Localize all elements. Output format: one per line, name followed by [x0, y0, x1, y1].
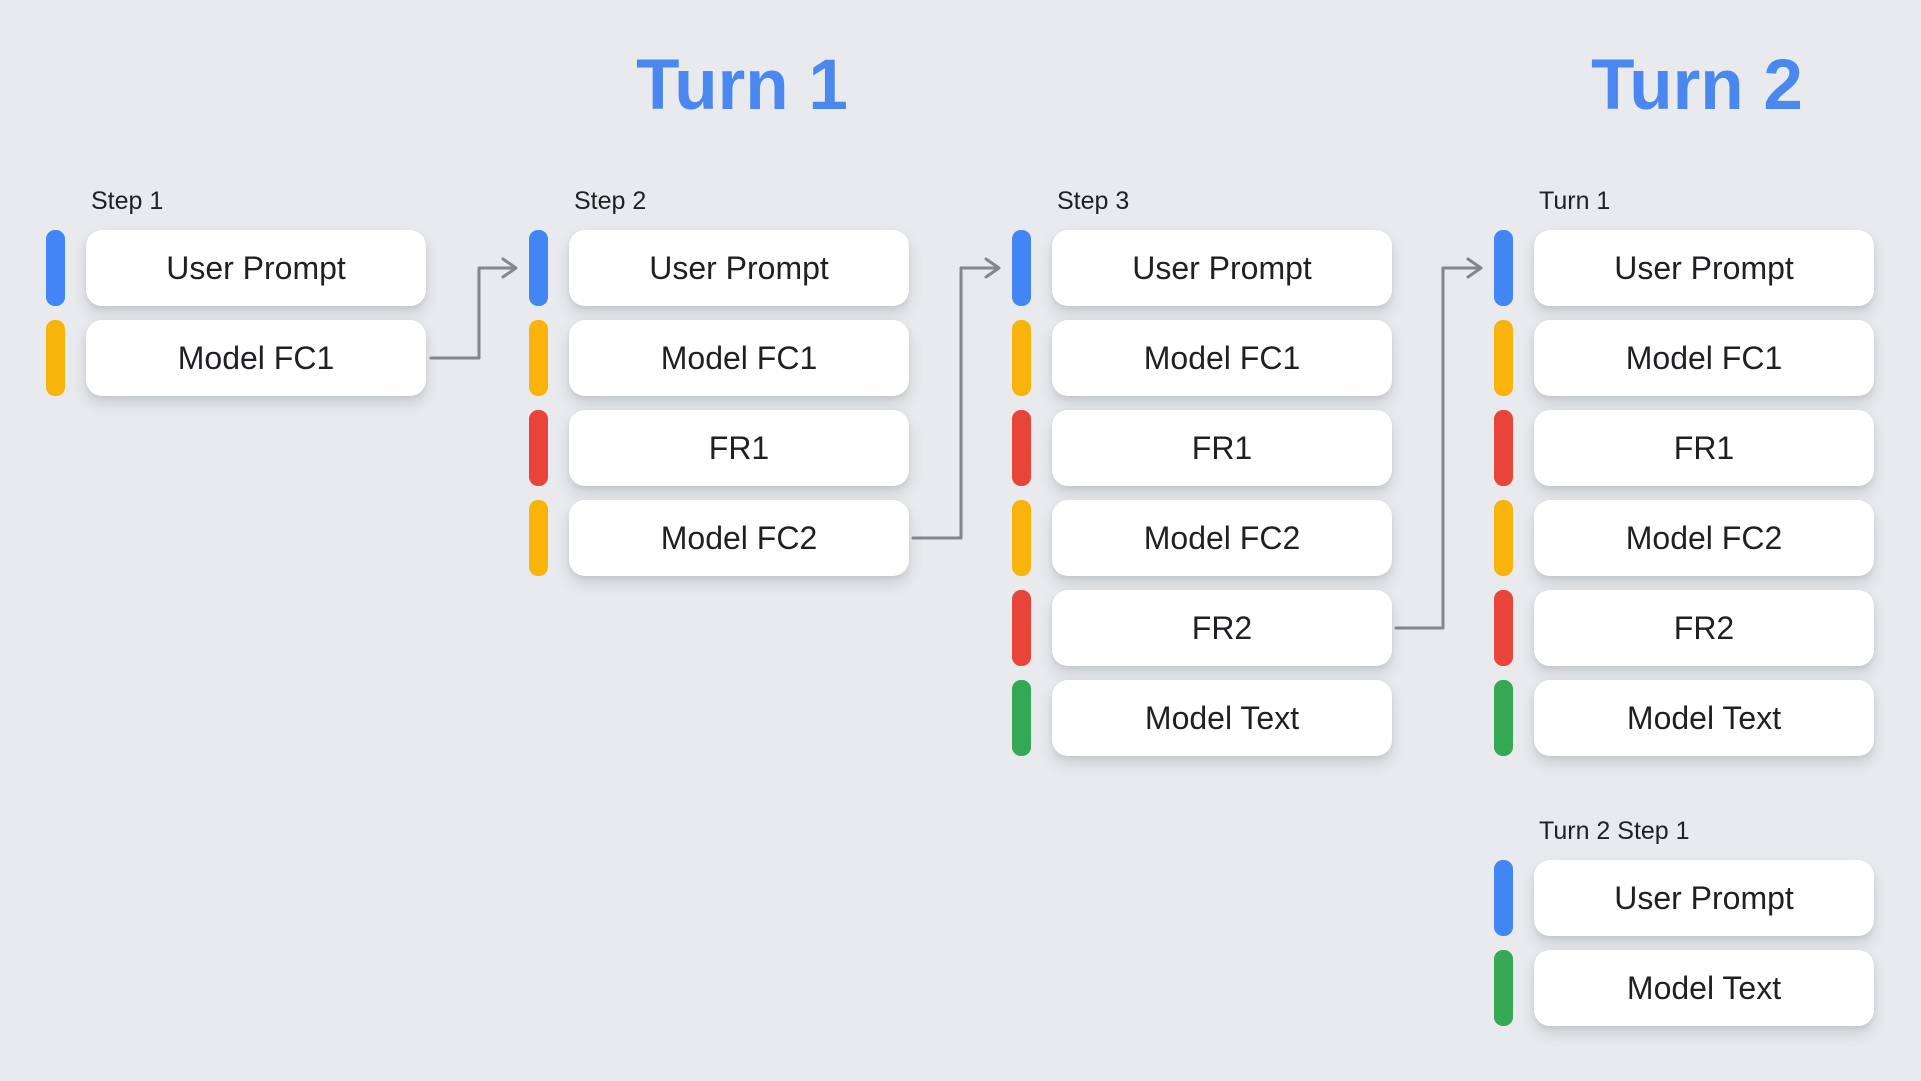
- node-box: Model FC2: [569, 500, 909, 576]
- node-row: FR1: [529, 410, 909, 486]
- node-box: Model FC1: [1052, 320, 1392, 396]
- group-label: Step 3: [1057, 187, 1130, 215]
- node-box: Model FC1: [569, 320, 909, 396]
- node-box: Model FC2: [1052, 500, 1392, 576]
- node-label: Model FC1: [177, 339, 335, 376]
- node-box: Model Text: [1052, 680, 1392, 756]
- node-row: Model FC1: [1494, 320, 1874, 396]
- group-step-3: Step 3 User Prompt Model FC1 FR1 Model F…: [1012, 186, 1392, 770]
- node-label: Model FC1: [1625, 339, 1783, 376]
- node-box: Model FC1: [1534, 320, 1874, 396]
- group-label: Step 1: [91, 187, 164, 215]
- node-box: User Prompt: [569, 230, 909, 306]
- node-row: User Prompt: [1494, 860, 1874, 936]
- node-label: FR1: [1673, 429, 1735, 466]
- node-row: Model FC1: [1012, 320, 1392, 396]
- group-step-2: Step 2 User Prompt Model FC1 FR1 Model F…: [529, 186, 909, 590]
- node-row: Model FC2: [1012, 500, 1392, 576]
- group-turn-1-history: Turn 1 User Prompt Model FC1 FR1 Model F…: [1494, 186, 1874, 770]
- node-row: Model FC1: [46, 320, 426, 396]
- node-box: User Prompt: [86, 230, 426, 306]
- node-row: User Prompt: [1494, 230, 1874, 306]
- role-color-bar: [1494, 410, 1513, 486]
- node-label: Model FC2: [1143, 519, 1301, 556]
- node-label: FR2: [1191, 609, 1253, 646]
- node-box: User Prompt: [1534, 860, 1874, 936]
- node-box: Model FC2: [1534, 500, 1874, 576]
- node-label: User Prompt: [1614, 879, 1794, 916]
- node-row: Model Text: [1012, 680, 1392, 756]
- node-label: User Prompt: [1132, 249, 1312, 286]
- role-color-bar: [1012, 590, 1031, 666]
- node-label: Model Text: [1626, 699, 1782, 736]
- node-box: FR2: [1052, 590, 1392, 666]
- node-box: Model Text: [1534, 950, 1874, 1026]
- node-row: FR1: [1494, 410, 1874, 486]
- role-color-bar: [1494, 860, 1513, 936]
- role-color-bar: [529, 230, 548, 306]
- role-color-bar: [1494, 320, 1513, 396]
- turn-2-header: Turn 2: [1591, 46, 1803, 125]
- node-box: FR1: [569, 410, 909, 486]
- role-color-bar: [1012, 410, 1031, 486]
- turn-1-header: Turn 1: [636, 46, 848, 125]
- node-row: User Prompt: [46, 230, 426, 306]
- group-step-1: Step 1 User Prompt Model FC1: [46, 186, 426, 410]
- node-label: User Prompt: [166, 249, 346, 286]
- role-color-bar: [1012, 320, 1031, 396]
- node-label: FR1: [708, 429, 770, 466]
- node-box: User Prompt: [1534, 230, 1874, 306]
- arrow-step2-to-step3: [911, 257, 1001, 540]
- role-color-bar: [529, 500, 548, 576]
- role-color-bar: [46, 230, 65, 306]
- node-box: Model FC1: [86, 320, 426, 396]
- role-color-bar: [529, 320, 548, 396]
- node-label: Model Text: [1626, 969, 1782, 1006]
- node-label: Model Text: [1144, 699, 1300, 736]
- node-label: Model FC2: [1625, 519, 1783, 556]
- role-color-bar: [529, 410, 548, 486]
- node-row: User Prompt: [529, 230, 909, 306]
- arrow-step3-to-turn1: [1394, 257, 1483, 630]
- node-row: FR2: [1494, 590, 1874, 666]
- role-color-bar: [1494, 230, 1513, 306]
- node-row: User Prompt: [1012, 230, 1392, 306]
- node-box: FR1: [1534, 410, 1874, 486]
- node-label: Model FC2: [660, 519, 818, 556]
- node-label: User Prompt: [649, 249, 829, 286]
- group-label: Turn 2 Step 1: [1539, 817, 1690, 845]
- node-row: Model Text: [1494, 950, 1874, 1026]
- role-color-bar: [1012, 500, 1031, 576]
- node-box: User Prompt: [1052, 230, 1392, 306]
- node-row: FR1: [1012, 410, 1392, 486]
- node-row: Model FC2: [529, 500, 909, 576]
- node-box: FR1: [1052, 410, 1392, 486]
- node-label: FR1: [1191, 429, 1253, 466]
- role-color-bar: [1012, 680, 1031, 756]
- role-color-bar: [1012, 230, 1031, 306]
- role-color-bar: [1494, 500, 1513, 576]
- node-label: FR2: [1673, 609, 1735, 646]
- node-row: FR2: [1012, 590, 1392, 666]
- node-label: User Prompt: [1614, 249, 1794, 286]
- role-color-bar: [46, 320, 65, 396]
- group-label: Turn 1: [1539, 187, 1611, 215]
- role-color-bar: [1494, 680, 1513, 756]
- role-color-bar: [1494, 950, 1513, 1026]
- node-row: Model FC2: [1494, 500, 1874, 576]
- node-row: Model Text: [1494, 680, 1874, 756]
- group-turn-2-step-1: Turn 2 Step 1 User Prompt Model Text: [1494, 816, 1874, 1040]
- node-label: Model FC1: [660, 339, 818, 376]
- group-label: Step 2: [574, 187, 647, 215]
- arrow-step1-to-step2: [429, 257, 518, 360]
- role-color-bar: [1494, 590, 1513, 666]
- node-label: Model FC1: [1143, 339, 1301, 376]
- node-row: Model FC1: [529, 320, 909, 396]
- node-box: FR2: [1534, 590, 1874, 666]
- node-box: Model Text: [1534, 680, 1874, 756]
